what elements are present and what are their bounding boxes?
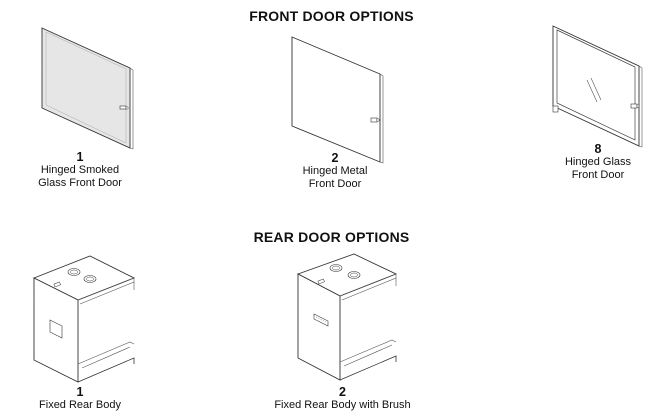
option-caption-line1: Hinged Glass [564,156,632,168]
front-option-1: 1 Hinged Smoked Glass Front Door [20,150,140,190]
rear-body-brush-drawing [296,253,398,381]
option-number: 1 [76,150,84,164]
option-number: 2 [331,151,339,165]
front-option-2: 2 Hinged Metal Front Door [275,151,395,191]
option-caption-line1: Fixed Rear Body with Brush [274,399,411,411]
glass-door-drawing [552,25,643,148]
option-caption-line1: Hinged Smoked [40,164,120,176]
option-caption-line1: Hinged Metal [302,165,368,177]
front-option-8: 8 Hinged Glass Front Door [538,142,658,182]
option-number: 2 [339,385,346,399]
option-number: 8 [594,142,602,156]
option-caption-line2: Front Door [571,169,625,181]
option-caption-line1: Fixed Rear Body [39,399,121,411]
rear-option-2: 2 Fixed Rear Body with Brush [260,385,425,412]
smoked-glass-door-drawing [41,27,134,150]
rear-option-1: 1 Fixed Rear Body [20,385,140,412]
metal-door-drawing [291,36,384,164]
rear-body-drawing [32,255,136,383]
rear-door-options-heading: REAR DOOR OPTIONS [253,229,410,245]
option-caption-line2: Glass Front Door [38,177,122,189]
option-caption-line2: Front Door [308,178,362,190]
option-number: 1 [76,385,84,399]
front-door-options-heading: FRONT DOOR OPTIONS [249,8,414,24]
